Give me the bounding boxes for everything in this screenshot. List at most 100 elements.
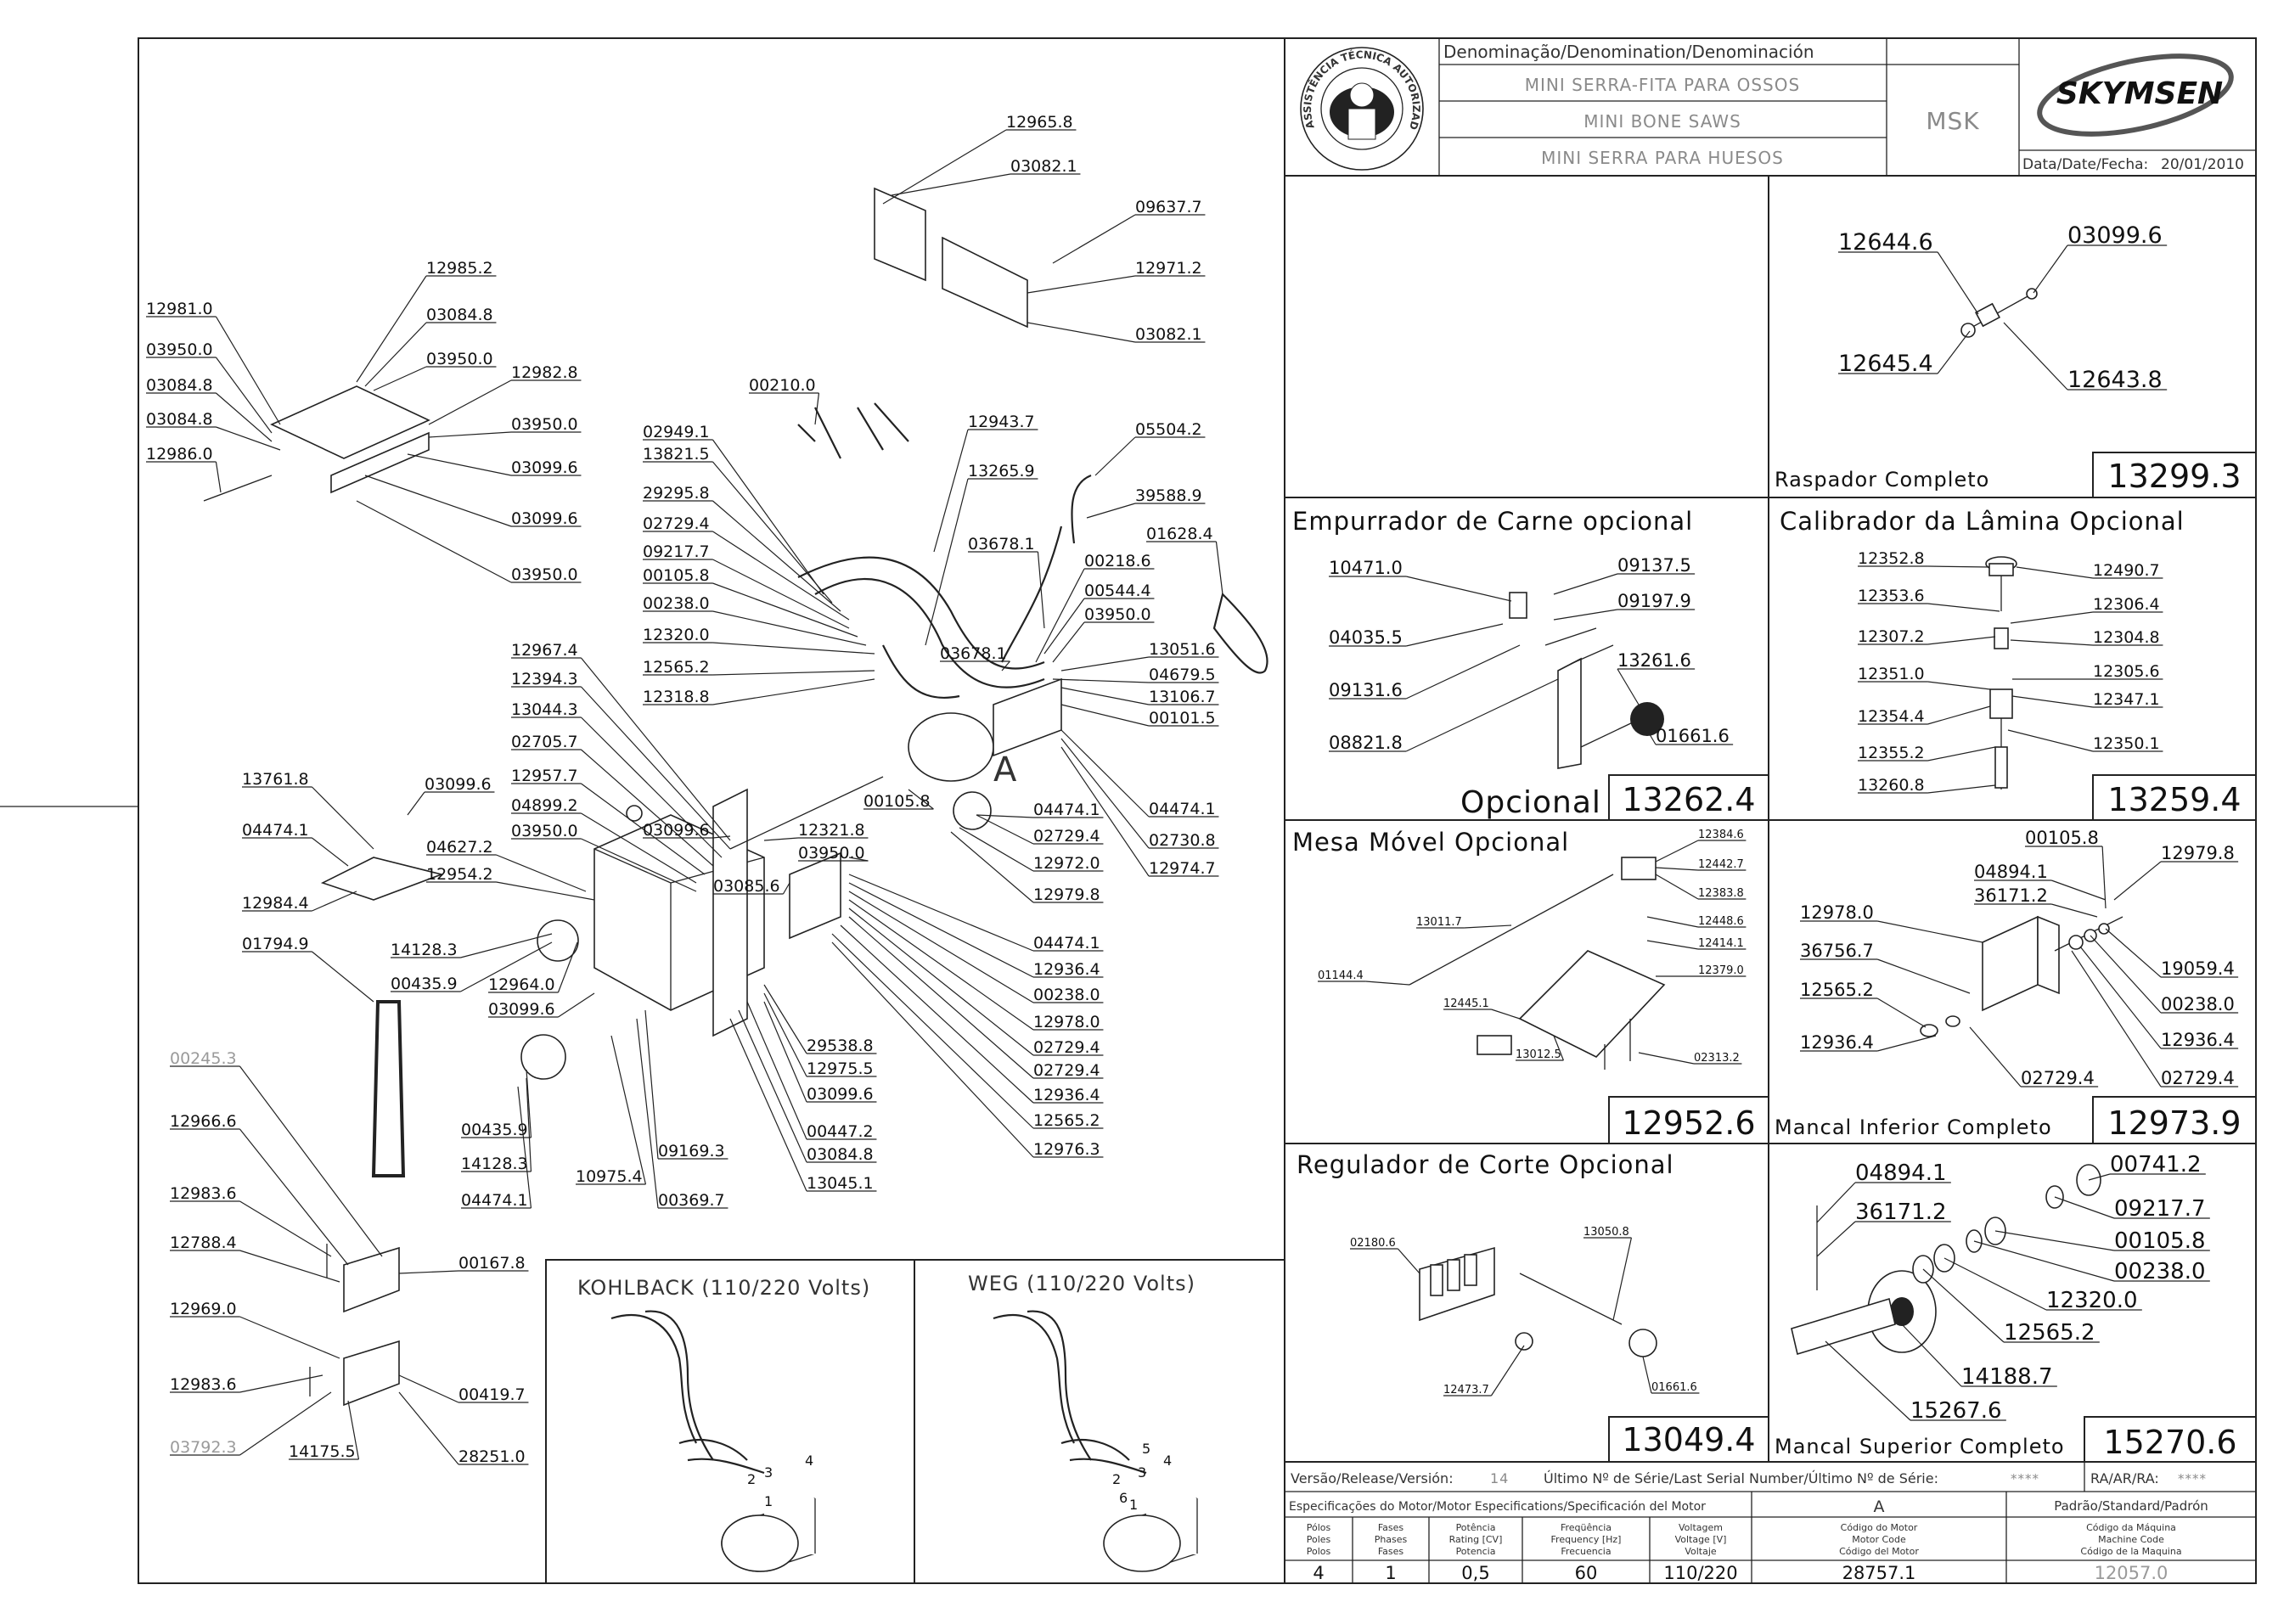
column-frame [712, 788, 748, 1037]
part-label-00218-6-leader [1035, 568, 1085, 663]
part-label-00245-3-leader [239, 1065, 383, 1257]
part-label-00447-2-leader [746, 1001, 807, 1140]
cut-regulator-part [1419, 1246, 1657, 1357]
part-label-12981-0: 12981.0 [146, 300, 213, 318]
part-label-12972-0: 12972.0 [1033, 854, 1100, 873]
mancal-superior-part-label-04894-1: 04894.1 [1855, 1160, 1947, 1186]
mesa-part-label-12445-1-leader [1491, 1009, 1521, 1020]
part-label-12943-7: 12943.7 [968, 413, 1035, 431]
mancal-superior-part-label-14188-7-leader [1901, 1323, 1962, 1387]
part-label-02729-4-leader [712, 531, 850, 621]
part-label-03950-0-leader [428, 431, 512, 438]
part-label-03678-1: 03678.1 [940, 644, 1007, 663]
scraper-assembly [1960, 288, 2038, 338]
mancal-inferior-part-label-12936-4: 12936.4 [2161, 1030, 2235, 1050]
part-label-03082-1-leader [891, 173, 1011, 196]
part-label-28251-0: 28251.0 [458, 1447, 526, 1466]
empurrador-part-label-01661-6-leader [1646, 729, 1657, 745]
part-label-12976-3: 12976.3 [1033, 1140, 1100, 1159]
serial-value: **** [2011, 1471, 2039, 1486]
part-label-00218-6: 00218.6 [1084, 552, 1151, 570]
part-label-04474-1: 04474.1 [242, 821, 309, 840]
part-label-03678-1-leader [1001, 660, 1010, 672]
calibrador-part-label-12347-1-leader [2011, 695, 2094, 708]
part-label-12974-7: 12974.7 [1149, 859, 1216, 878]
part-label-12321-8: 12321.8 [798, 821, 865, 840]
part-label-10975-4-leader [610, 1035, 647, 1185]
part-label-03950-0: 03950.0 [511, 822, 578, 840]
part-label-13106-7-leader [1060, 687, 1150, 705]
meat-pusher-part [1509, 592, 1664, 769]
empurrador-part-label-08821-8: 08821.8 [1329, 733, 1403, 753]
part-label-00369-7-leader [636, 1018, 659, 1209]
empurrador-part-label-09137-5-leader [1553, 573, 1618, 595]
switch-box-back [343, 1340, 400, 1407]
part-label-14128-3-leader [526, 1077, 532, 1172]
mancal-superior-part-label-15267-6-leader [1825, 1340, 1911, 1421]
mancal-inferior-part-label-12936-4-leader [2079, 946, 2162, 1049]
regulador-part-label-01661-6: 01661.6 [1651, 1381, 1697, 1394]
raspador-part-label-12643-8: 12643.8 [2067, 367, 2163, 393]
panel-mesa: Mesa Móvel Opcional 12952.6 [1292, 828, 1756, 1142]
part-label-12321-8-leader [763, 837, 799, 841]
part-label-03099-6: 03099.6 [488, 1000, 555, 1019]
part-label-00419-7: 00419.7 [458, 1385, 526, 1404]
empurrador-part-label-01661-6: 01661.6 [1656, 726, 1730, 746]
spec-column-headers: Pólos Poles Polos Fases Phases Fases Pot… [1307, 1522, 2182, 1557]
raspador-part-label-12643-8-leader [2003, 322, 2068, 391]
calibrador-part-label-12354-4: 12354.4 [1858, 707, 1925, 726]
svg-text:Código del Motor: Código del Motor [1839, 1546, 1919, 1557]
part-label-12976-3-leader [831, 941, 1034, 1158]
part-label-12969-0-leader [239, 1316, 340, 1359]
calibrador-part-label-12305-6: 12305.6 [2093, 662, 2160, 681]
calibrador-part-label-12353-6: 12353.6 [1858, 587, 1925, 605]
part-label-04474-1: 04474.1 [461, 1191, 528, 1210]
mancal-inferior-part-label-12978-0: 12978.0 [1800, 902, 1874, 923]
svg-text:Frecuencia: Frecuencia [1561, 1546, 1611, 1557]
regulador-part-label-13050-8-leader [1612, 1237, 1633, 1321]
date-value: 20/01/2010 [2161, 156, 2244, 173]
serial-label: Último Nº de Série/Last Serial Number/Úl… [1544, 1470, 1938, 1486]
part-label-12320-0-leader [712, 642, 875, 655]
part-label-12565-2-leader [831, 933, 1034, 1129]
svg-text:6: 6 [1119, 1490, 1128, 1506]
part-label-03678-1-leader [1037, 551, 1045, 629]
mancal-inferior-part-label-12936-4-leader [1876, 1035, 1937, 1052]
part-label-12972-0-leader [959, 827, 1034, 872]
footer-spec-table: Versão/Release/Versión: 14 Último Nº de … [1284, 1461, 2257, 1584]
standard-label: Padrão/Standard/Padrón [2054, 1498, 2208, 1514]
part-label-12957-7-leader [581, 783, 706, 875]
authorized-service-seal-logo: ASSISTÊNCIA TÉCNICA AUTORIZADA [0, 0, 1424, 171]
part-label-00544-4-leader [1043, 598, 1085, 655]
part-label-03950-0: 03950.0 [798, 844, 865, 863]
part-label-00105-8-leader [712, 582, 858, 638]
panel-calibrador: Calibrador da Lâmina Opcional 13259.4 [1780, 507, 2242, 818]
part-label-03950-0-leader [848, 857, 869, 862]
part-label-03082-1: 03082.1 [1010, 157, 1077, 176]
part-label-13761-8: 13761.8 [242, 770, 309, 789]
svg-text:Polos: Polos [1307, 1546, 1331, 1557]
part-label-03950-0: 03950.0 [511, 565, 578, 584]
part-label-04679-5: 04679.5 [1149, 666, 1216, 684]
svg-text:Fases: Fases [1378, 1522, 1404, 1533]
part-label-12978-0-leader [848, 899, 1034, 1031]
motor-mount-plate [993, 677, 1062, 757]
part-label-03099-6: 03099.6 [511, 509, 578, 528]
part-label-12979-8: 12979.8 [1033, 885, 1100, 904]
ra-label: RA/AR/RA: [2090, 1470, 2159, 1486]
part-label-00105-8: 00105.8 [643, 566, 710, 585]
calibrador-title: Calibrador da Lâmina Opcional [1780, 507, 2185, 536]
part-label-02730-8-leader [1060, 738, 1150, 849]
calibrador-part-label-12352-8: 12352.8 [1858, 549, 1925, 568]
mancal-superior-part-label-12565-2-leader [1922, 1268, 2005, 1343]
mesa-part-label-12414-1: 12414.1 [1698, 937, 1744, 950]
part-label-03099-6-leader [407, 791, 425, 816]
part-label-03678-1: 03678.1 [968, 535, 1035, 554]
part-label-03792-3-leader [239, 1391, 332, 1456]
part-label-03950-0-leader [373, 366, 427, 391]
part-label-12979-8-leader [950, 831, 1034, 903]
part-label-03950-0: 03950.0 [426, 350, 493, 368]
part-label-12975-5-leader [763, 992, 807, 1077]
part-label-29538-8-leader [763, 984, 807, 1054]
mesa-part-label-12448-6-leader [1646, 916, 1699, 928]
